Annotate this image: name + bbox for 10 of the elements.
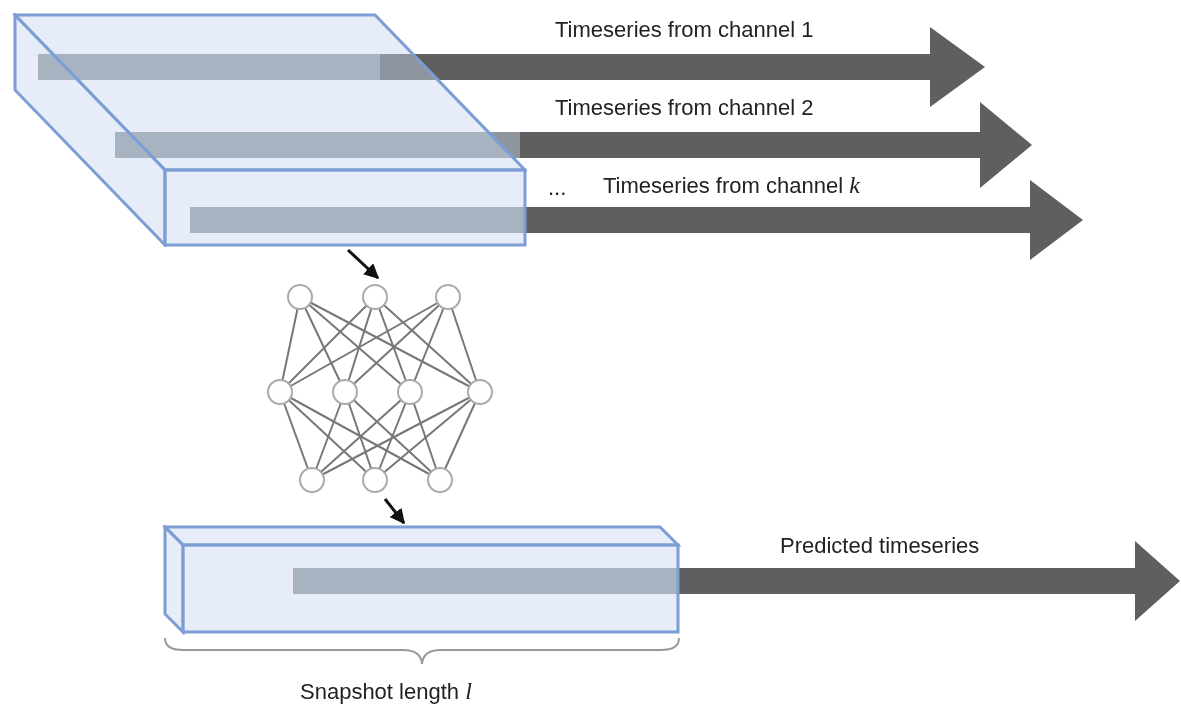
series-label: Timeseries from channel k xyxy=(603,172,860,199)
dimension-label: Snapshot length l xyxy=(300,678,472,705)
ellipsis: ... xyxy=(548,175,567,201)
series-label: Timeseries from channel 1 xyxy=(555,17,814,43)
arrow xyxy=(383,498,406,525)
data-slab xyxy=(13,13,527,247)
series-label: Timeseries from channel 2 xyxy=(555,95,814,121)
series-label: Predicted timeseries xyxy=(780,533,980,559)
arrow xyxy=(346,248,380,280)
snapshot-box xyxy=(163,525,681,635)
